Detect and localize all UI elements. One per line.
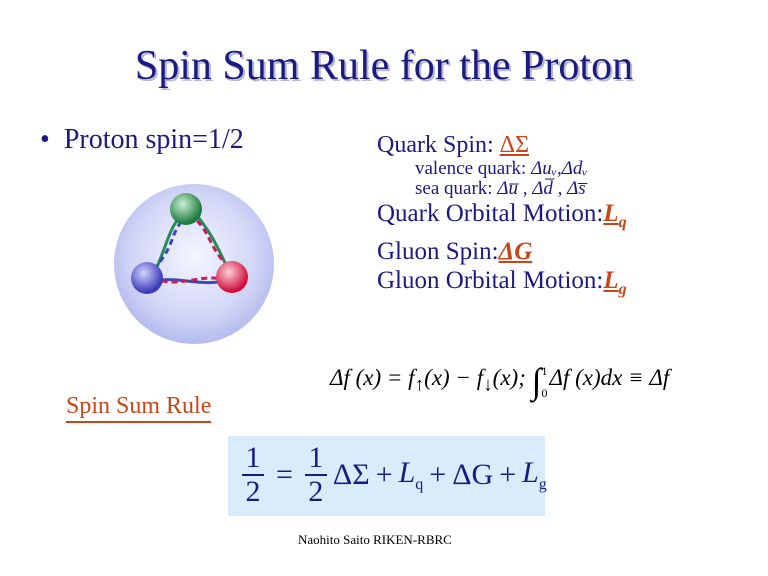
quark-spin-line: Quark Spin: ΔΣ	[377, 132, 627, 159]
proton-sphere	[114, 184, 274, 344]
term-lg: Lg	[522, 456, 547, 493]
equals-sign: =	[276, 458, 293, 491]
bullet-proton-spin: • Proton spin=1/2	[40, 124, 244, 156]
spin-sum-rule-label: Spin Sum Rule	[66, 393, 212, 423]
sea-label: sea quark:	[415, 178, 493, 199]
quark-spin-label: Quark Spin:	[377, 132, 494, 158]
valence-line: valence quark: Δuᵥ,Δdᵥ	[415, 159, 627, 179]
gluon-orbital-line: Gluon Orbital Motion:Lg	[377, 266, 627, 304]
footer-author: Naohito Saito RIKEN-RBRC	[298, 532, 452, 547]
spin-contributions: Quark Spin: ΔΣ valence quark: Δuᵥ,Δdᵥ se…	[377, 132, 627, 304]
sea-line: sea quark: Δu̅ , Δd̅ , Δs̅	[415, 179, 627, 199]
term-delta-g: ΔG	[452, 458, 494, 491]
blue-quark	[131, 262, 163, 294]
gluon-spin-line: Gluon Spin:ΔG	[377, 237, 627, 266]
quark-orbital-label: Quark Orbital Motion:	[377, 200, 604, 227]
quark-orbital-symbol: Lq	[603, 200, 627, 231]
integral-sign: ∫	[531, 361, 542, 401]
bullet-symbol: •	[40, 124, 50, 155]
def-mid: (x) − f	[424, 365, 484, 390]
quark-spin-symbol: ΔΣ	[499, 132, 530, 158]
green-quark	[170, 193, 202, 225]
gluon-spin-symbol: ΔG	[498, 238, 533, 265]
term-delta-sigma: ΔΣ	[332, 458, 370, 491]
slide-title: Spin Sum Rule for the Proton	[134, 43, 634, 89]
gluon-orbital-label: Gluon Orbital Motion:	[377, 267, 604, 294]
valence-label: valence quark:	[415, 158, 527, 179]
valence-expr: Δuᵥ,Δdᵥ	[531, 158, 588, 179]
gluon-orbital-symbol: Lg	[603, 267, 627, 298]
sea-expr: Δu̅ , Δd̅ , Δs̅	[497, 178, 586, 199]
term-lq: Lq	[398, 456, 424, 493]
def-down-arrow: ↓	[483, 374, 493, 396]
def-mid2: (x);	[492, 365, 526, 390]
def-lhs: Δf (x) = f	[330, 365, 415, 390]
bullet-text: Proton spin=1/2	[63, 124, 244, 155]
def-rhs: Δf (x)dx ≡ Δf	[549, 365, 670, 390]
red-quark	[216, 261, 248, 293]
quark-orbital-line: Quark Orbital Motion:Lq	[377, 199, 627, 237]
proton-illustration	[114, 184, 274, 344]
gluon-spin-label: Gluon Spin:	[377, 238, 499, 265]
def-up-arrow: ↑	[414, 374, 425, 396]
